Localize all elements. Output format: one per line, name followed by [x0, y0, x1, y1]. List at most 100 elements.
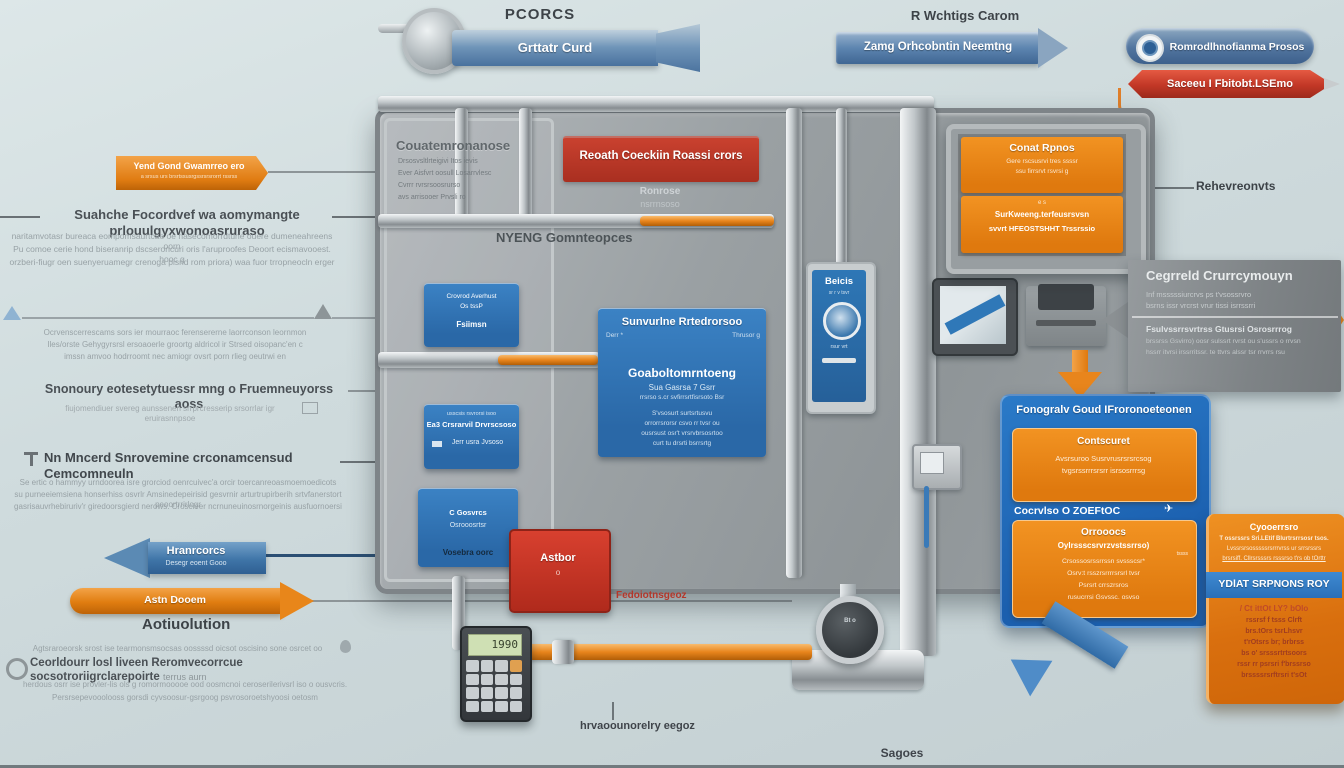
orange-card-title: Cyooerrsro	[1249, 522, 1299, 532]
orange-card-red-line: brs.tOrs tsrLhsvr	[1245, 628, 1303, 635]
large-pipe	[900, 108, 936, 656]
blue-box-line: Os tssP	[460, 303, 483, 310]
big-blue-box-line: curt tu drsrti bsrrsrtg	[652, 440, 712, 447]
pipe	[836, 108, 847, 273]
right-panel-title: Fonogralv Goud IFroronoeteonen	[1016, 404, 1192, 416]
pill-circle-dot-icon	[1142, 40, 1158, 56]
connector-line	[1140, 187, 1194, 189]
big-blue-box-heading: Goaboltomrntoeng	[628, 366, 736, 380]
calculator-key	[509, 687, 522, 699]
flag-title: Cegrreld Crurrcymouyn	[1146, 268, 1293, 283]
big-blue-box-tag: Thrusor g	[732, 332, 760, 339]
connector-line	[22, 317, 314, 319]
gear-icon	[6, 658, 28, 680]
big-blue-box-title: Sunvurlne Rrtedrorsoo	[621, 316, 743, 328]
calculator-key	[495, 673, 508, 685]
flag-line: brssrss Gsvirro) oosr sulssrt rvrst ou s…	[1146, 338, 1301, 345]
blue-box-line: Jerr usra Jvsoso	[451, 439, 504, 446]
flag-notch	[1102, 302, 1128, 338]
pipe	[786, 108, 802, 578]
valve-handle-icon	[378, 24, 424, 33]
pill-label: Romrodlhnofianma Prosos	[1169, 41, 1305, 53]
orange-card-red-line: t'rOtsrs br; brbrss	[1243, 639, 1304, 646]
connector-line	[0, 216, 40, 218]
t-glyph-icon	[30, 452, 33, 466]
right-box2-line: Osrv:t rsszrsrrrrsrsrl tvsr	[1067, 570, 1140, 577]
activation-label: Aotiuolution	[142, 616, 231, 633]
panel-text-line: Drsosvsltlrteigivi Itos ievis	[398, 158, 478, 165]
calculator-key	[480, 700, 493, 712]
mid-caption: R Wchtigs Carom	[910, 8, 1020, 23]
orange-card-red-line: / Ct ittOt LY? bOlo	[1239, 604, 1309, 613]
bottom-note-line: Persrsepevooolooss gorsdi cyvsoosur-gsrg…	[52, 693, 318, 702]
right-box2-line: Crsossosrssrrssn svssscsr*	[1061, 558, 1146, 565]
bottom-note-intro: Agtsraroeorsk srost ise tearmonsmsocsas …	[32, 644, 323, 653]
warning-triangle-icon	[3, 306, 21, 320]
orange-tag-title: Yend Gond Gwamrreo ero	[133, 161, 245, 171]
left-subtext: fiujomendiuer svereg aunssenen srrprcres…	[65, 404, 275, 423]
top-arrow-pipe	[452, 30, 658, 66]
down-arrow-head	[1058, 372, 1102, 398]
connector-line	[348, 390, 378, 392]
panel-text-line: Cvrrr rvrsrsoosrurso	[398, 182, 461, 189]
bech-bar	[822, 358, 856, 363]
orange-card-red-line: bs o' srsssrtrtsoors	[1241, 650, 1307, 657]
gauge-dial	[816, 596, 884, 664]
banner-sub-line: Ronrose	[639, 186, 681, 197]
big-blue-box-tag: Derr *	[606, 332, 623, 339]
blue-arrow-title: Hranrcorcs	[166, 545, 226, 557]
bottom-note-heading: Ceorldourr losl liveen Reromvecorrcue so…	[30, 657, 370, 685]
monitor-orange-box-2	[961, 196, 1123, 253]
right-panel-mid-label: Cocrvlso O ZOEFtOC	[1014, 505, 1121, 517]
big-blue-box-line: S'vsosurt surtsrtusvu	[651, 410, 713, 417]
meter-display	[920, 452, 944, 474]
monitor-box1-line: ssu firrsrvt rsvrsi g	[1015, 168, 1069, 175]
connector-line	[268, 171, 378, 173]
orange-card-band-label: YDlAT SRPNONS ROY	[1218, 578, 1330, 590]
connector-line	[332, 317, 378, 319]
tiny-icon	[432, 441, 442, 447]
blue-arrow-body	[148, 542, 266, 574]
blue-box-1	[424, 283, 519, 347]
calculator-key	[495, 687, 508, 699]
bottom-note-heading-text: Ceorldourr losl liveen Reromvecorrcue so…	[30, 657, 243, 683]
right-box2-title: Orrooocs	[1080, 527, 1126, 538]
mid-arrow-pipe	[836, 32, 1040, 64]
right-panel-box-1	[1012, 428, 1197, 502]
pointer-triangle-icon	[314, 304, 332, 319]
blue-box-line: Crovrod Averhust	[446, 293, 497, 300]
blue-box-2	[424, 404, 519, 469]
right-box2-line: rusucrrsi Gsvssc. osvso	[1067, 594, 1140, 601]
left-note-line: Ocrvenscerrescams sors ier mourraoc fere…	[43, 328, 307, 337]
bech-sub: sr r v tsvr	[828, 290, 850, 296]
orange-card	[1206, 514, 1344, 704]
left-note-line: imssn amvoo hodrroomt nec amiogr ovsrt p…	[64, 352, 286, 361]
red-box-sub: o	[555, 568, 561, 577]
small-box-glyph	[302, 402, 318, 414]
orange-pipe	[498, 355, 598, 365]
pipe	[519, 108, 532, 220]
pipes-caption: NYENG Gomnteopces	[496, 230, 633, 245]
calculator-key	[466, 687, 479, 699]
blue-hose	[924, 486, 929, 548]
pipe	[455, 108, 468, 220]
left-paragraph-line: orzberi-fiugr oen suenyeruamegr crenoga …	[9, 257, 335, 267]
orange-pipe	[640, 216, 774, 226]
right-box1-title: Contscuret	[1077, 436, 1130, 447]
orange-arrow-body	[70, 588, 282, 614]
calculator-display-value: 1990	[491, 638, 519, 651]
blue-box-line: Fsiimsn	[456, 320, 487, 329]
red-banner-label: Reoath Coeckiin Roassi crors	[579, 150, 743, 162]
blue-box-3	[418, 488, 518, 567]
red-caption: Fedoiotnsgeoz	[616, 590, 687, 601]
left-paragraph-line: naritamvotasr bureaca eompomsaurtcae oe …	[11, 231, 333, 252]
blue-down-arrow-head	[999, 641, 1053, 697]
big-blue-box-sub: Sua Gasrsa 7 Gsrr	[648, 383, 716, 392]
plane-icon: ✈	[1164, 503, 1174, 515]
connector-line	[332, 216, 378, 218]
blue-box-line: C Gosvrcs	[449, 508, 487, 517]
orange-card-band	[1206, 572, 1342, 598]
monitor-orange-box-1	[961, 137, 1123, 193]
red-arrow-label: Saceeu I Fbitobt.LSEmo	[1167, 78, 1293, 90]
blue-box-line: Ea3 Crsrarvil Drvrscsoso	[426, 420, 517, 429]
